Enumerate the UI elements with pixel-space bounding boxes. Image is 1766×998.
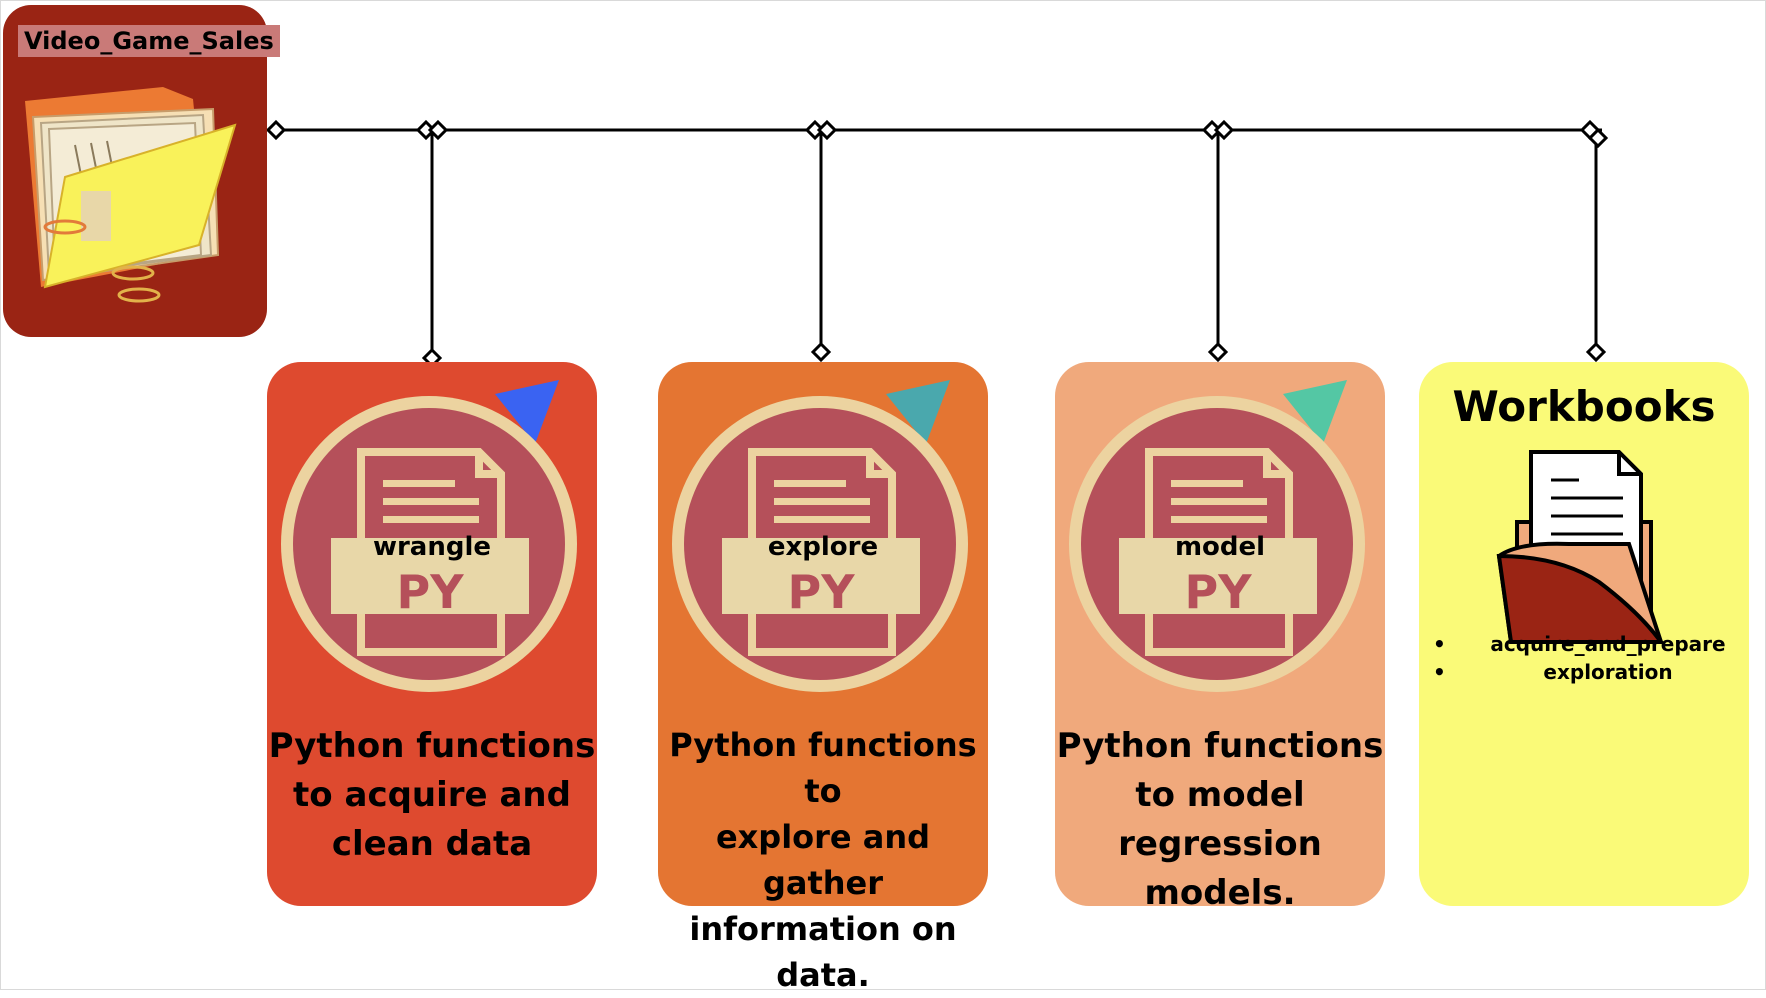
description-line: to acquire and bbox=[293, 775, 571, 815]
connector-node bbox=[1213, 119, 1235, 141]
description-line: Python functions bbox=[1056, 726, 1384, 766]
file-banner bbox=[331, 538, 529, 614]
description-line: explore and gather bbox=[715, 818, 931, 902]
card-description-explore: Python functions to explore and gather i… bbox=[658, 722, 988, 998]
card-label-wrangle: wrangle bbox=[372, 532, 492, 562]
file-line bbox=[383, 516, 479, 523]
workbook-item[interactable]: • exploration bbox=[1419, 660, 1749, 688]
python-file-icon: PY bbox=[1055, 362, 1385, 702]
workbook-item[interactable]: • acquire_and_prepare bbox=[1419, 632, 1749, 660]
file-line bbox=[774, 480, 846, 487]
card-label-model: model bbox=[1174, 532, 1266, 562]
description-line: information on bbox=[689, 910, 957, 948]
bullet-icon: • bbox=[1433, 660, 1446, 684]
workbook-item-label: exploration bbox=[1543, 660, 1673, 684]
file-fold bbox=[475, 452, 501, 478]
connector-node bbox=[1585, 341, 1607, 363]
open-folder-document-icon bbox=[1496, 450, 1665, 644]
description-line: clean data bbox=[331, 824, 533, 864]
accent-triangle bbox=[886, 380, 950, 444]
file-line bbox=[1171, 516, 1267, 523]
py-text: PY bbox=[1184, 565, 1252, 619]
card-wrangle[interactable]: PY wrangle Python functions to acquire a… bbox=[267, 362, 597, 906]
file-line bbox=[774, 498, 870, 505]
file-fold bbox=[866, 452, 892, 478]
description-line: Python functions bbox=[268, 726, 596, 766]
card-description-wrangle: Python functions to acquire and clean da… bbox=[267, 722, 597, 869]
connector-node bbox=[427, 119, 449, 141]
description-line: Python functions to bbox=[669, 726, 977, 810]
workbook-item-label: acquire_and_prepare bbox=[1490, 632, 1726, 656]
card-label-explore: explore bbox=[767, 532, 879, 562]
accent-triangle bbox=[495, 380, 559, 444]
python-file-icon: PY bbox=[658, 362, 988, 702]
workbooks-list: • acquire_and_prepare • exploration bbox=[1419, 632, 1749, 688]
file-line bbox=[383, 480, 455, 487]
file-line bbox=[1171, 498, 1267, 505]
accent-triangle bbox=[1283, 380, 1347, 444]
py-text: PY bbox=[787, 565, 855, 619]
connector-node bbox=[816, 119, 838, 141]
card-model[interactable]: PY model Python functions to model regre… bbox=[1055, 362, 1385, 913]
file-banner bbox=[722, 538, 920, 614]
folder-with-papers-icon bbox=[25, 87, 237, 303]
file-banner bbox=[1119, 538, 1317, 614]
py-text: PY bbox=[396, 565, 464, 619]
file-line bbox=[1171, 480, 1243, 487]
bullet-icon: • bbox=[1433, 632, 1446, 656]
workbooks-title: Workbooks bbox=[1452, 382, 1716, 431]
card-explore[interactable]: PY explore Python functions to explore a… bbox=[658, 362, 988, 994]
connector-node bbox=[265, 119, 287, 141]
file-fold bbox=[1263, 452, 1289, 478]
file-line bbox=[383, 498, 479, 505]
connector-node bbox=[1587, 127, 1609, 149]
root-folder-label: Video_Game_Sales bbox=[18, 25, 280, 57]
connector-node bbox=[810, 341, 832, 363]
python-file-icon: PY bbox=[267, 362, 597, 702]
description-line: to model bbox=[1135, 775, 1305, 815]
file-line bbox=[774, 516, 870, 523]
card-description-model: Python functions to model regression mod… bbox=[1055, 722, 1385, 918]
card-workbooks[interactable]: Workbooks • acquire_and_prepare • explorat… bbox=[1419, 362, 1749, 906]
description-line: regression models. bbox=[1118, 824, 1322, 913]
root-folder-card[interactable]: Video_Game_Sales bbox=[3, 5, 280, 337]
connector-node bbox=[1207, 341, 1229, 363]
description-line: data. bbox=[776, 956, 870, 994]
